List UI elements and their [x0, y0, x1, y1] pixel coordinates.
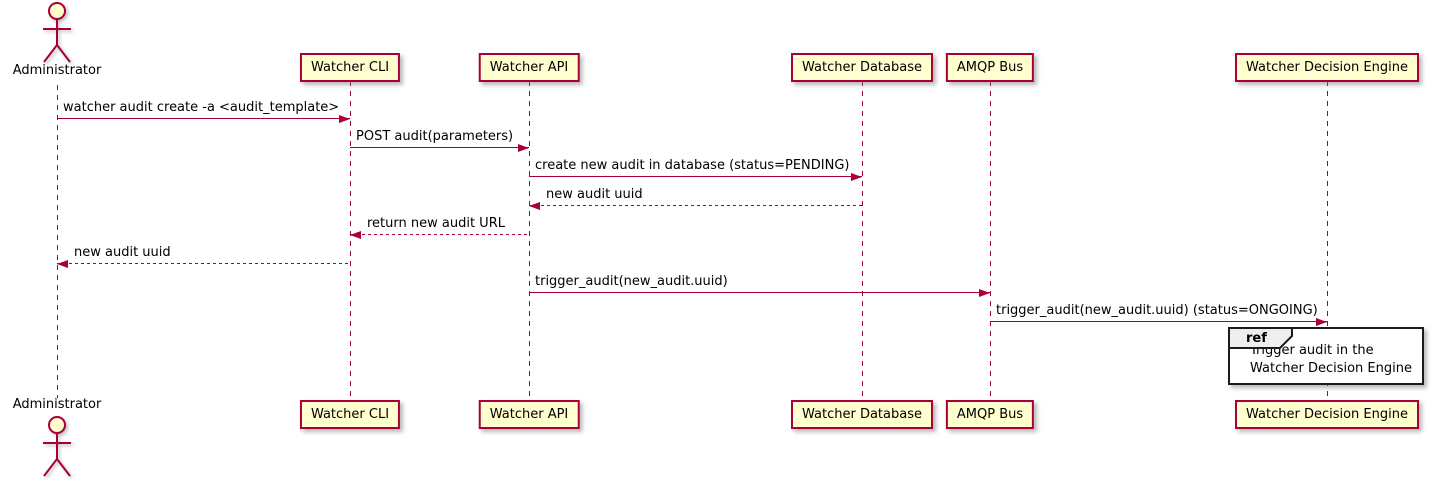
participant-watcher-database-bottom: Watcher Database	[791, 400, 933, 429]
lifeline-watcher-database	[862, 81, 863, 400]
message-line	[990, 321, 1327, 322]
message-line	[529, 176, 862, 177]
participant-amqp-bus-bottom: AMQP Bus	[945, 400, 1035, 429]
arrow-right-icon	[339, 115, 350, 123]
participant-watcher-decision-engine-top: Watcher Decision Engine	[1235, 53, 1419, 82]
message-label: POST audit(parameters)	[356, 129, 514, 144]
arrow-left-icon	[57, 260, 68, 268]
actor-figure-icon	[22, 2, 92, 68]
ref-tab-icon	[1228, 327, 1293, 349]
lifeline-amqp-bus	[990, 81, 991, 400]
message-line	[529, 292, 990, 293]
message-line	[57, 263, 350, 264]
participant-watcher-cli-bottom: Watcher CLI	[299, 400, 401, 429]
lifeline-administrator	[57, 85, 58, 398]
message-label: new audit uuid	[74, 245, 171, 260]
message-label: create new audit in database (status=PEN…	[535, 158, 850, 173]
message-line	[350, 147, 529, 148]
arrow-left-icon	[350, 231, 361, 239]
message-label: watcher audit create -a <audit_template>	[63, 100, 340, 115]
participant-watcher-decision-engine-bottom: Watcher Decision Engine	[1235, 400, 1419, 429]
participant-watcher-database-top: Watcher Database	[791, 53, 933, 82]
lifeline-watcher-cli	[350, 81, 351, 400]
message-line	[57, 118, 350, 119]
actor-figure-icon	[22, 416, 92, 482]
message-label: trigger_audit(new_audit.uuid)	[535, 274, 728, 289]
arrow-right-icon	[1316, 318, 1327, 326]
message-label: new audit uuid	[546, 187, 643, 202]
arrow-right-icon	[851, 173, 862, 181]
arrow-right-icon	[518, 144, 529, 152]
message-label: trigger_audit(new_audit.uuid) (status=ON…	[996, 303, 1318, 318]
participant-watcher-api-bottom: Watcher API	[478, 400, 580, 429]
arrow-right-icon	[979, 289, 990, 297]
message-label: return new audit URL	[367, 216, 505, 231]
message-line	[529, 205, 862, 206]
ref-text-line-2: Watcher Decision Engine	[1250, 361, 1412, 376]
lifeline-watcher-decision-engine	[1327, 81, 1328, 400]
participant-watcher-api-top: Watcher API	[478, 53, 580, 82]
actor-label-bottom: Administrator	[12, 397, 102, 412]
participant-amqp-bus-top: AMQP Bus	[945, 53, 1035, 82]
arrow-left-icon	[529, 202, 540, 210]
ref-keyword: ref	[1246, 331, 1267, 346]
message-line	[350, 234, 529, 235]
actor-label-top: Administrator	[12, 63, 102, 78]
participant-watcher-cli-top: Watcher CLI	[299, 53, 401, 82]
lifeline-watcher-api	[529, 81, 530, 400]
